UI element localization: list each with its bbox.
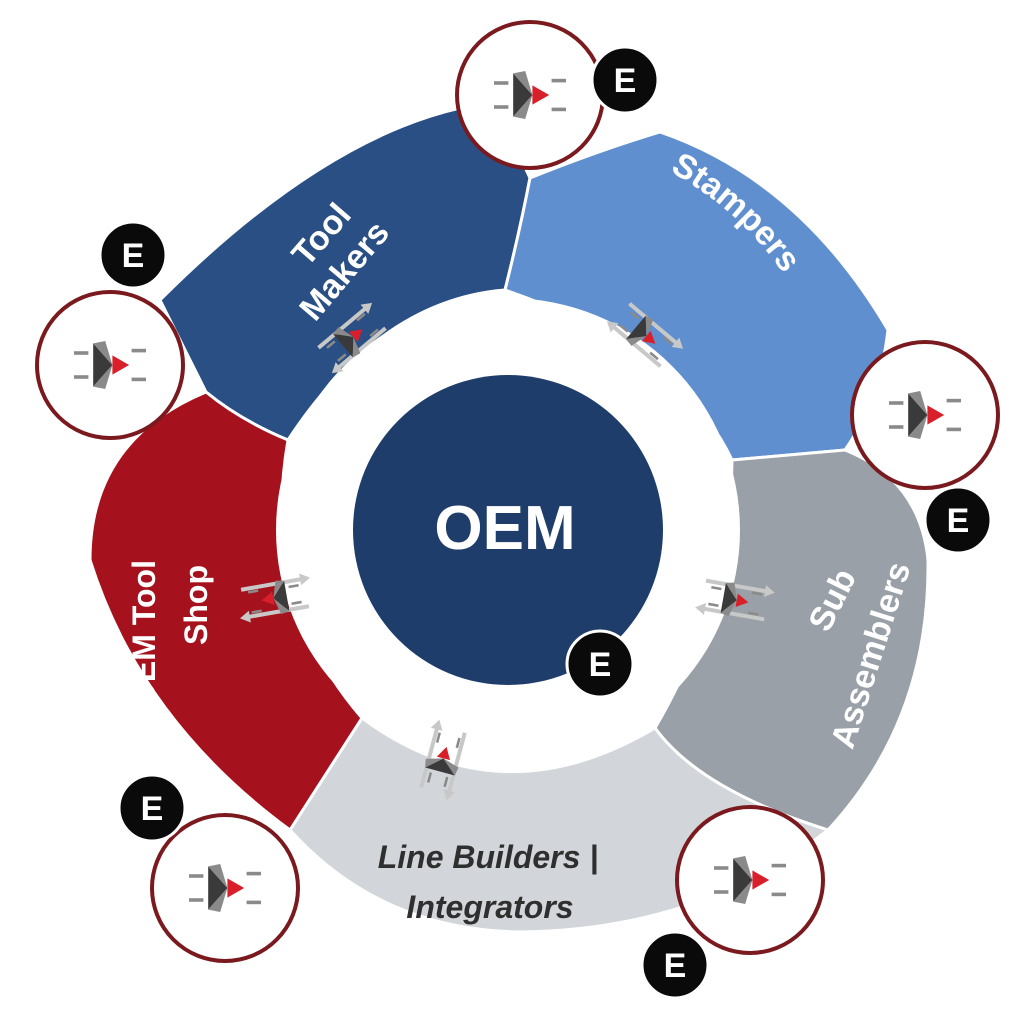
oem-center-circle: [353, 375, 663, 685]
center-label: OEM: [434, 494, 575, 563]
exchange-arrows-icon: [695, 578, 775, 622]
e-badge-letter: E: [947, 502, 970, 540]
label-oem-tool-shop-line2: Shop: [178, 565, 214, 645]
logo-node-left: [35, 290, 185, 440]
logo-node-top: [455, 20, 605, 170]
e-badge-right: E: [923, 485, 993, 555]
logo-node-right: [850, 340, 1000, 490]
logo-node-icon: [188, 864, 262, 912]
exchange-arrows-icon: [317, 302, 387, 374]
logo-nodes-layer: [35, 20, 1000, 963]
logo-node-icon: [493, 71, 567, 119]
exchange-arrows-icon: [240, 573, 310, 623]
logo-node-icon: [73, 341, 147, 389]
segment-oem-tool-shop: [88, 390, 364, 833]
logo-node-bottom-left: [150, 813, 300, 963]
logo-node-bottom-right: [675, 805, 825, 955]
label-oem-tool-shop-line1: OEM Tool: [126, 560, 162, 707]
segments-layer: [88, 106, 930, 934]
e-badge-top: E: [590, 45, 660, 115]
e-badge-letter: E: [614, 62, 637, 100]
e-badge-bottom: E: [640, 930, 710, 1000]
e-badge-letter: E: [141, 790, 164, 828]
e-badge-letter: E: [589, 646, 612, 684]
exchange-arrows-icon: [606, 302, 684, 368]
label-line-builders-line2: Integrators: [406, 889, 573, 925]
e-badge-letter: E: [122, 237, 145, 275]
e-badge-upper-left: E: [98, 220, 168, 290]
e-badges-layer: E E E E E E: [98, 45, 993, 1000]
logo-node-icon: [713, 856, 787, 904]
label-line-builders-line1: Line Builders |: [378, 839, 599, 875]
e-badge-letter: E: [664, 947, 687, 985]
e-badge-center: E: [565, 629, 635, 699]
e-badge-lower-left: E: [117, 773, 187, 843]
logo-node-icon: [888, 391, 962, 439]
exchange-arrows-icon: [419, 719, 467, 801]
exchange-arrows-layer: [240, 302, 775, 801]
